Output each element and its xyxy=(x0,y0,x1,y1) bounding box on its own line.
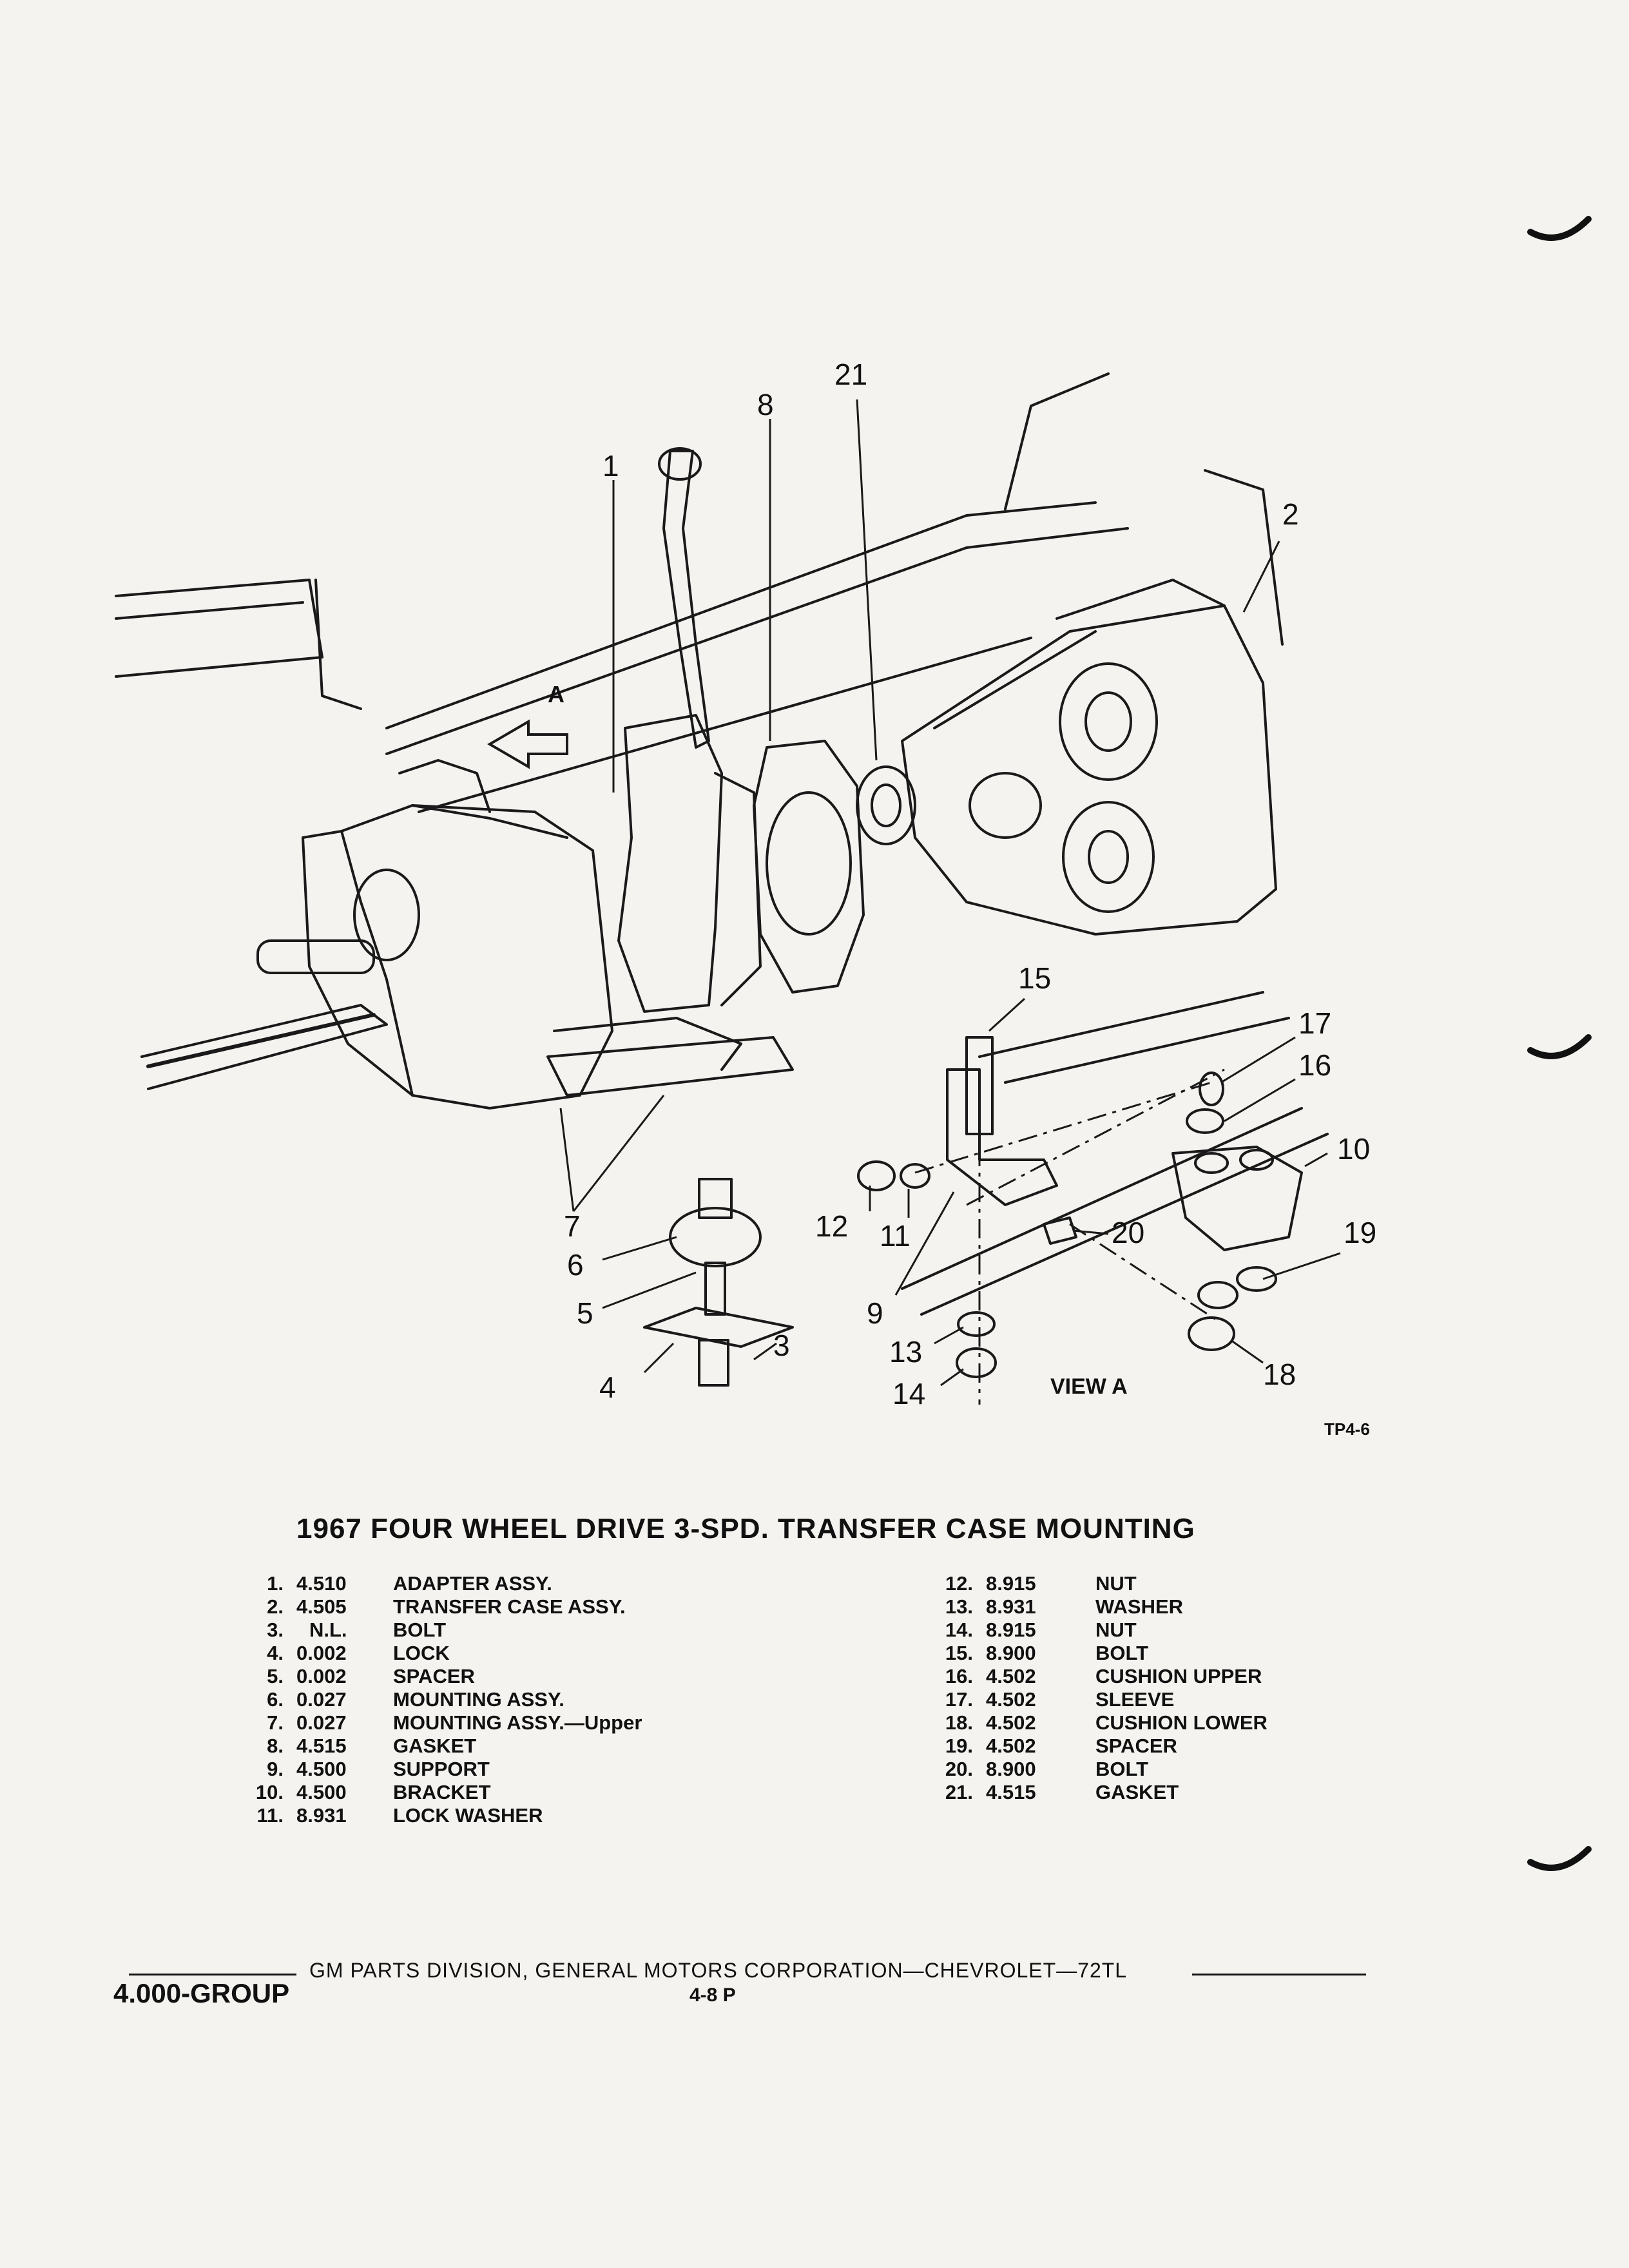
figure-code: TP4-6 xyxy=(1324,1419,1370,1439)
bolt-15 xyxy=(965,1036,994,1135)
view-a-label: VIEW A xyxy=(1050,1374,1128,1399)
callout-6: 6 xyxy=(567,1248,584,1282)
list-item: 3.N.L.BOLT xyxy=(267,1619,447,1641)
callout-7: 7 xyxy=(564,1209,581,1243)
bracket-10 xyxy=(1171,1146,1303,1251)
footer-rule-right xyxy=(1192,1974,1366,1975)
mount-6 xyxy=(669,1207,762,1267)
callout-3: 3 xyxy=(773,1329,790,1362)
punch-mark-icon xyxy=(1527,1846,1592,1871)
gasket-21 xyxy=(856,765,916,845)
callout-10: 10 xyxy=(1337,1132,1371,1166)
page-number: 4-8 P xyxy=(689,1984,736,2006)
callout-21: 21 xyxy=(834,358,868,391)
transmission-case xyxy=(302,804,613,1110)
callout-15: 15 xyxy=(1018,961,1052,995)
punch-mark-icon xyxy=(1527,216,1592,241)
shift-lever xyxy=(662,450,710,749)
callout-4: 4 xyxy=(599,1370,616,1404)
adapter xyxy=(617,714,723,1013)
callout-14: 14 xyxy=(892,1377,926,1410)
callout-5: 5 xyxy=(577,1296,593,1330)
callout-16: 16 xyxy=(1298,1048,1332,1082)
crossmember xyxy=(546,1036,794,1097)
callout-19: 19 xyxy=(1344,1216,1377,1249)
callout-18: 18 xyxy=(1263,1358,1296,1391)
footer-rule-left xyxy=(129,1974,296,1975)
exploded-diagram xyxy=(115,372,1341,1405)
frame-rail-lower xyxy=(140,1004,388,1090)
transfer-case xyxy=(901,604,1277,936)
callout-1: 1 xyxy=(602,449,619,483)
gasket-8 xyxy=(753,740,865,994)
callout-2: 2 xyxy=(1282,497,1299,531)
group-label: 4.000-GROUP xyxy=(113,1978,290,2008)
callout-9: 9 xyxy=(867,1296,883,1330)
callout-11: 11 xyxy=(880,1219,911,1253)
support-9 xyxy=(946,1068,1058,1206)
footer-publisher: GM PARTS DIVISION, GENERAL MOTORS CORPOR… xyxy=(309,1959,1128,1982)
page-title: 1967 FOUR WHEEL DRIVE 3-SPD. TRANSFER CA… xyxy=(296,1513,1195,1544)
frame-rail-upper xyxy=(115,579,323,678)
view-arrow-label: A xyxy=(548,681,564,707)
view-direction-arrow xyxy=(487,719,568,769)
callout-20: 20 xyxy=(1112,1216,1145,1249)
callout-13: 13 xyxy=(889,1335,923,1369)
callout-12: 12 xyxy=(815,1209,849,1243)
callout-8: 8 xyxy=(757,388,774,421)
callout-17: 17 xyxy=(1298,1006,1332,1040)
punch-mark-icon xyxy=(1527,1034,1592,1059)
